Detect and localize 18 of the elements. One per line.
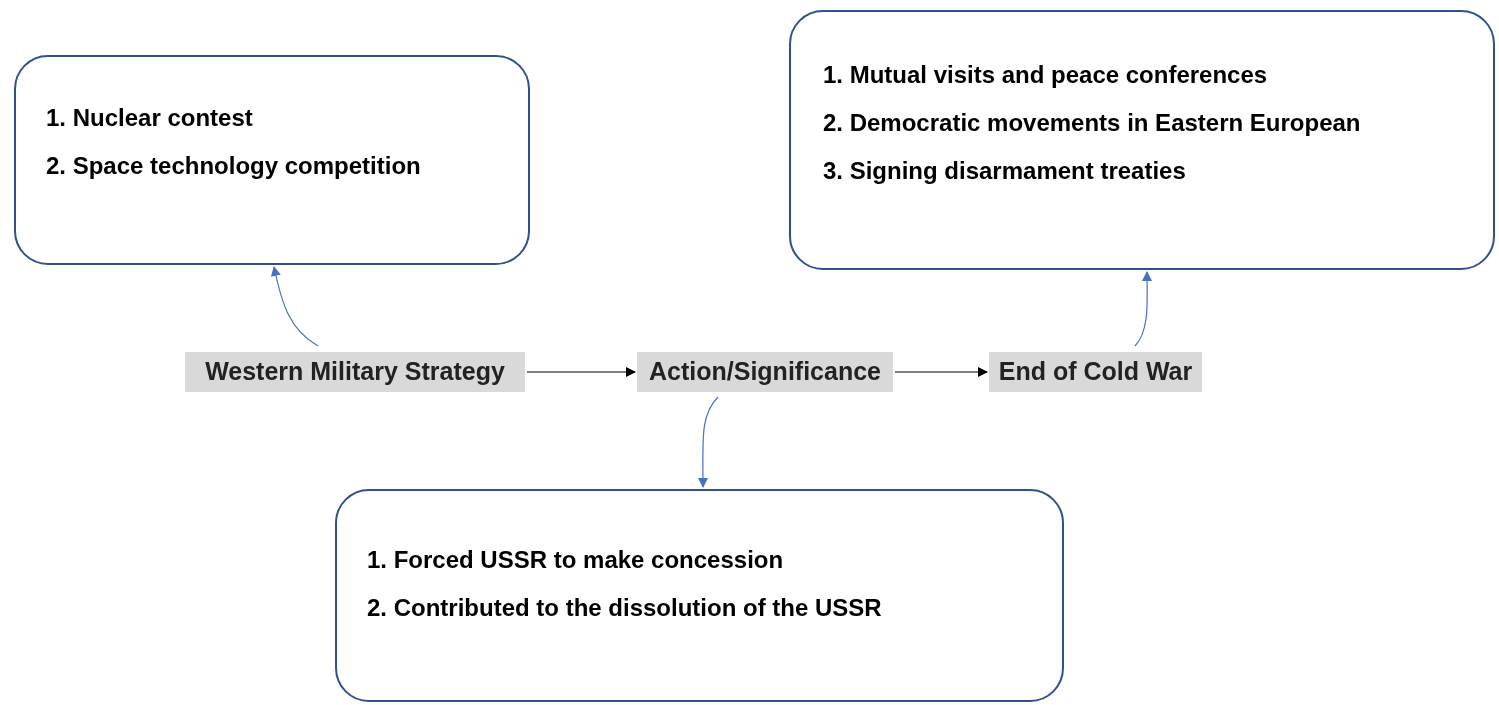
list-box xyxy=(789,10,1495,270)
highlighted-label: End of Cold War xyxy=(989,352,1202,392)
list-item: 1. Mutual visits and peace conferences xyxy=(823,60,1269,90)
list-item: 1. Forced USSR to make concession xyxy=(367,545,785,575)
list-item: 2. Democratic movements in Eastern European xyxy=(823,108,1362,138)
list-item: 2. Contributed to the dissolution of the USSR xyxy=(367,593,883,623)
arrow xyxy=(271,266,319,347)
arrow xyxy=(1134,271,1153,347)
highlighted-label: Action/Significance xyxy=(637,352,893,392)
arrow xyxy=(894,367,988,377)
highlighted-label: Western Military Strategy xyxy=(185,352,525,392)
arrow xyxy=(526,367,636,377)
list-box xyxy=(335,489,1064,702)
list-item: 3. Signing disarmament treaties xyxy=(823,156,1187,186)
list-item: 2. Space technology competition xyxy=(46,151,422,181)
list-box xyxy=(14,55,530,265)
arrow xyxy=(697,396,719,488)
list-item: 1. Nuclear contest xyxy=(46,103,254,133)
